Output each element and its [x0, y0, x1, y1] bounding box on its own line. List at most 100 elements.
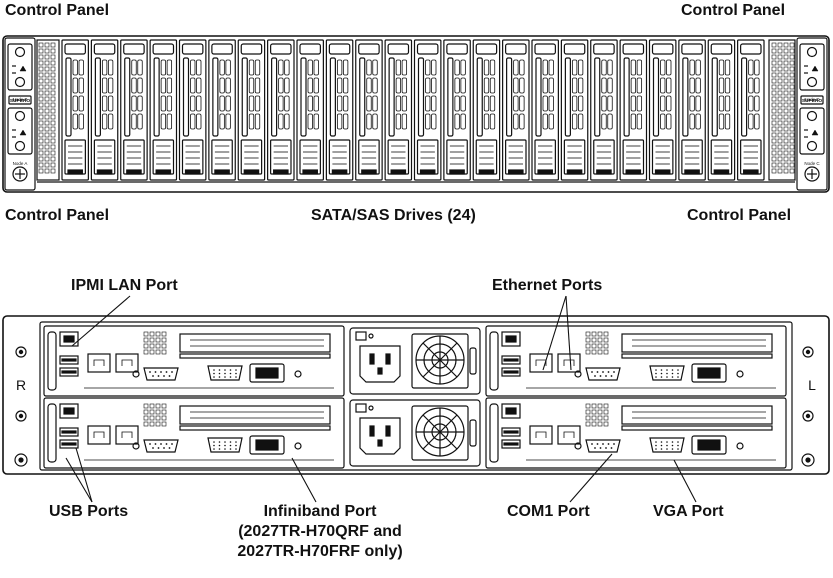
drive-handle[interactable]: [214, 169, 230, 175]
ipmi-lan-port[interactable]: [501, 331, 521, 347]
drive-bay[interactable]: [384, 39, 413, 181]
usb-port[interactable]: [59, 427, 79, 437]
drive-handle[interactable]: [155, 169, 172, 175]
power-button-icon[interactable]: [14, 110, 26, 122]
usb-port[interactable]: [501, 439, 521, 449]
drive-bay[interactable]: [707, 39, 736, 181]
ethernet-port[interactable]: [557, 425, 581, 445]
drive-handle[interactable]: [537, 169, 553, 175]
drive-bay[interactable]: [325, 39, 354, 181]
com1-port[interactable]: [585, 367, 621, 381]
drive-handle[interactable]: [625, 169, 642, 175]
drive-bay[interactable]: [737, 39, 765, 181]
ethernet-port[interactable]: [529, 353, 553, 373]
usb-port[interactable]: [501, 367, 521, 377]
drive-latch[interactable]: [564, 57, 571, 137]
drive-latch[interactable]: [65, 57, 72, 137]
drive-latch[interactable]: [388, 57, 395, 137]
drive-handle[interactable]: [566, 169, 583, 175]
drive-latch[interactable]: [417, 57, 425, 137]
vga-port[interactable]: [207, 437, 243, 453]
drive-bay[interactable]: [61, 39, 89, 181]
drive-latch[interactable]: [623, 57, 630, 137]
drive-bay[interactable]: [267, 39, 295, 181]
drive-handle[interactable]: [478, 169, 495, 175]
drive-latch[interactable]: [476, 57, 483, 137]
ac-inlet-icon[interactable]: [359, 417, 401, 455]
drive-bay[interactable]: [149, 39, 178, 181]
drive-latch[interactable]: [594, 57, 601, 137]
drive-handle[interactable]: [243, 169, 260, 175]
drive-handle[interactable]: [508, 169, 524, 175]
thumb-screw-icon[interactable]: [12, 166, 28, 182]
drive-handle[interactable]: [184, 169, 201, 175]
drive-bay[interactable]: [531, 39, 559, 181]
drive-handle[interactable]: [67, 169, 83, 175]
drive-latch[interactable]: [271, 57, 278, 137]
vga-port[interactable]: [649, 365, 685, 381]
drive-bay[interactable]: [678, 39, 706, 181]
drive-handle[interactable]: [126, 169, 142, 175]
drive-latch[interactable]: [124, 57, 131, 137]
drive-bay[interactable]: [619, 39, 648, 181]
reset-button-icon[interactable]: [806, 76, 818, 88]
drive-latch[interactable]: [682, 57, 689, 137]
ipmi-lan-port[interactable]: [59, 403, 79, 419]
drive-bay[interactable]: [472, 39, 501, 181]
drive-latch[interactable]: [241, 57, 248, 137]
drive-handle[interactable]: [96, 169, 113, 175]
com1-port[interactable]: [585, 439, 621, 453]
power-button-icon[interactable]: [14, 46, 26, 58]
reset-button-icon[interactable]: [14, 76, 26, 88]
usb-port[interactable]: [59, 367, 79, 377]
thumb-screw-icon[interactable]: [804, 166, 820, 182]
drive-bay[interactable]: [237, 39, 266, 181]
ipmi-lan-port[interactable]: [59, 331, 79, 347]
drive-bay[interactable]: [413, 39, 442, 181]
ethernet-port[interactable]: [529, 425, 553, 445]
usb-port[interactable]: [501, 355, 521, 365]
drive-bay[interactable]: [560, 39, 589, 181]
drive-handle[interactable]: [419, 169, 436, 175]
drive-handle[interactable]: [596, 169, 612, 175]
usb-port[interactable]: [59, 439, 79, 449]
drive-bay[interactable]: [90, 39, 119, 181]
ipmi-lan-port[interactable]: [501, 403, 521, 419]
drive-latch[interactable]: [711, 57, 718, 137]
drive-latch[interactable]: [741, 57, 748, 137]
power-button-icon[interactable]: [806, 110, 818, 122]
vga-port[interactable]: [649, 437, 685, 453]
vga-port[interactable]: [207, 365, 243, 381]
drive-bay[interactable]: [178, 39, 207, 181]
drive-latch[interactable]: [506, 57, 513, 137]
infiniband-port[interactable]: [249, 435, 285, 455]
drive-latch[interactable]: [329, 57, 336, 137]
drive-latch[interactable]: [359, 57, 366, 137]
reset-button-icon[interactable]: [806, 140, 818, 152]
drive-latch[interactable]: [212, 57, 219, 137]
infiniband-port[interactable]: [249, 363, 285, 383]
drive-bay[interactable]: [590, 39, 618, 181]
ac-inlet-icon[interactable]: [359, 345, 401, 383]
drive-bay[interactable]: [355, 39, 383, 181]
drive-handle[interactable]: [390, 169, 407, 175]
drive-latch[interactable]: [153, 57, 160, 137]
usb-port[interactable]: [501, 427, 521, 437]
ethernet-port[interactable]: [87, 353, 111, 373]
drive-bay[interactable]: [208, 39, 236, 181]
drive-handle[interactable]: [654, 169, 671, 175]
drive-handle[interactable]: [331, 169, 348, 175]
drive-bay[interactable]: [120, 39, 148, 181]
reset-button-icon[interactable]: [14, 140, 26, 152]
infiniband-port[interactable]: [691, 363, 727, 383]
drive-bay[interactable]: [296, 39, 324, 181]
drive-latch[interactable]: [94, 57, 101, 137]
drive-handle[interactable]: [743, 169, 759, 175]
drive-latch[interactable]: [447, 57, 454, 137]
drive-latch[interactable]: [535, 57, 542, 137]
drive-handle[interactable]: [302, 169, 318, 175]
com1-port[interactable]: [143, 439, 179, 453]
power-button-icon[interactable]: [806, 46, 818, 58]
drive-handle[interactable]: [273, 169, 289, 175]
drive-handle[interactable]: [449, 169, 465, 175]
